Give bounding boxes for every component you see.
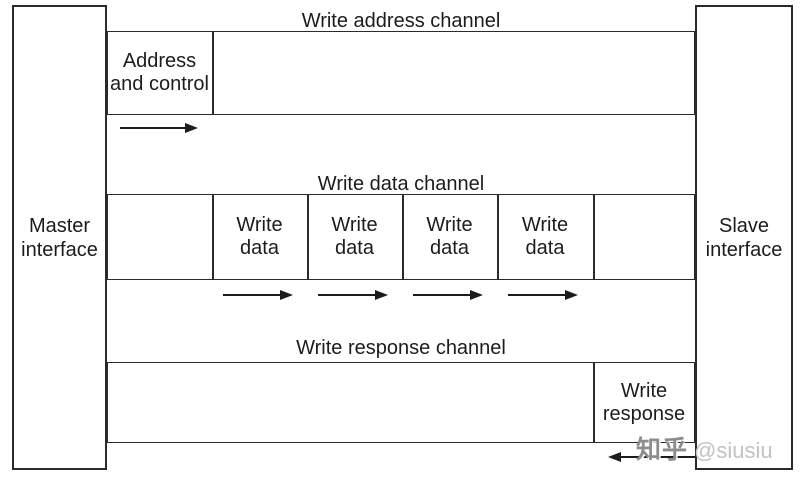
data-channel-right-arrow-icon-3	[413, 289, 483, 301]
address-and-control-cell: Address and control	[107, 31, 212, 115]
write-data-cell-3-line1: Write	[426, 214, 473, 236]
response-channel-left-arrow-icon	[608, 451, 695, 463]
arrow-shaft	[120, 127, 185, 129]
zhihu-logo: 知乎	[636, 436, 689, 464]
data-channel-right-arrow-icon-1	[223, 289, 293, 301]
write-data-cell-1: Write data	[212, 194, 307, 280]
response-cell-line2: response	[602, 402, 686, 425]
arrow-shaft	[223, 294, 280, 296]
arrow-head	[608, 452, 621, 462]
arrow-shaft	[508, 294, 565, 296]
master-interface-label-line2: interface	[21, 238, 98, 261]
write-data-cell-1-line1: Write	[236, 214, 283, 236]
address-cell-line1: Address	[122, 50, 197, 72]
write-data-cell-3-line2: data	[430, 237, 469, 259]
data-channel-right-arrow-icon-2	[318, 289, 388, 301]
data-lane-divider-3	[402, 194, 404, 280]
write-address-channel-lane	[107, 31, 695, 115]
write-data-cell-2: Write data	[307, 194, 402, 280]
master-interface-label-line1: Master	[28, 214, 91, 237]
data-lane-divider-5	[593, 194, 595, 280]
write-data-cell-4-line2: data	[525, 237, 565, 259]
address-cell-line2: and control	[110, 73, 209, 95]
write-data-cell-2-line2: data	[335, 237, 374, 259]
address-channel-right-arrow-icon	[120, 122, 198, 134]
arrow-head	[375, 290, 388, 300]
write-address-channel-title: Write address channel	[301, 10, 501, 32]
zhihu-watermark: 知乎 @siusiu	[636, 430, 773, 466]
write-response-channel-title: Write response channel	[296, 337, 506, 359]
write-response-channel-lane	[107, 362, 695, 443]
data-lane-divider-2	[307, 194, 309, 280]
arrow-head	[280, 290, 293, 300]
arrow-head	[470, 290, 483, 300]
data-channel-right-arrow-icon-4	[508, 289, 578, 301]
arrow-shaft	[318, 294, 375, 296]
slave-interface-label-line2: interface	[705, 238, 783, 261]
data-lane-divider-4	[497, 194, 499, 280]
slave-interface-label-line1: Slave	[718, 214, 770, 237]
write-data-cell-3: Write data	[402, 194, 497, 280]
write-data-cell-2-line1: Write	[331, 214, 378, 236]
response-lane-divider	[593, 362, 595, 443]
arrow-head	[185, 123, 198, 133]
watermark-username: @siusiu	[694, 438, 773, 463]
arrow-shaft	[621, 456, 695, 458]
data-lane-divider-1	[212, 194, 214, 280]
write-data-channel-title: Write data channel	[317, 173, 485, 195]
master-interface-box: Master interface	[12, 5, 107, 470]
write-response-cell: Write response	[593, 362, 695, 443]
write-data-channel-lane	[107, 194, 695, 280]
write-data-cell-4-line1: Write	[521, 214, 569, 236]
arrow-head	[565, 290, 578, 300]
response-cell-line1: Write	[620, 379, 668, 402]
arrow-shaft	[413, 294, 470, 296]
write-data-cell-1-line2: data	[240, 237, 279, 259]
write-data-cell-4: Write data	[497, 194, 593, 280]
slave-interface-box: Slave interface	[695, 5, 793, 470]
address-lane-divider	[212, 31, 214, 115]
